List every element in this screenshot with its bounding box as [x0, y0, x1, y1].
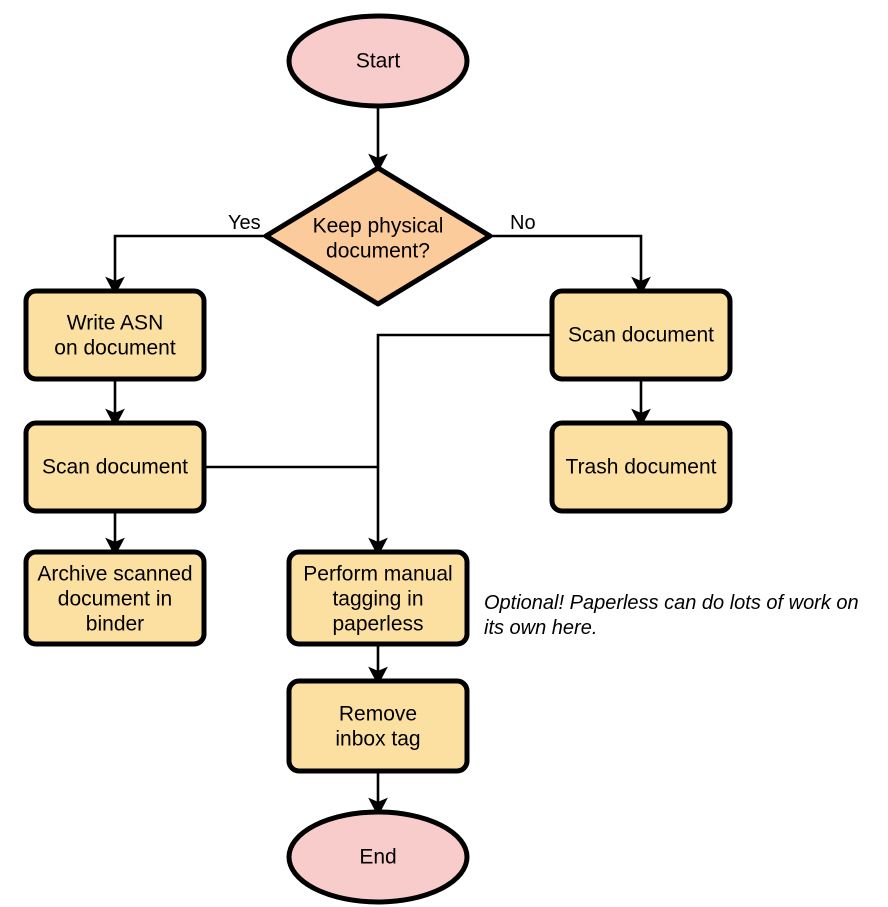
remove-inbox-tag-box[interactable]: [286, 678, 470, 774]
write-asn-box[interactable]: [23, 288, 207, 382]
scan-document-left-box[interactable]: [23, 420, 207, 514]
edge-decision-no-to-scan-right: [490, 234, 651, 296]
archive-binder-label-line3: binder: [86, 613, 144, 636]
manual-tagging-label-line1: Perform manual: [303, 563, 452, 586]
archive-binder-label-line2: document in: [58, 588, 172, 611]
decision-label-line1: Keep physical: [313, 215, 444, 238]
node-archive-binder[interactable]: Archive scanned document in binder: [23, 549, 207, 647]
node-trash-document[interactable]: Trash document: [549, 420, 733, 514]
decision-label-line2: document?: [326, 240, 430, 263]
write-asn-label-line1: Write ASN: [67, 312, 163, 335]
edge-scan-right-to-manual-tagging: [368, 333, 552, 557]
start-label: Start: [356, 50, 401, 73]
node-decision-keep-physical-document[interactable]: Keep physical document?: [263, 165, 493, 307]
scan-document-right-label: Scan document: [568, 324, 714, 347]
node-scan-document-left[interactable]: Scan document: [23, 420, 207, 514]
end-ellipse[interactable]: [286, 809, 470, 905]
manual-tagging-box[interactable]: [286, 549, 470, 647]
edge-label-no: No: [510, 212, 536, 234]
node-start[interactable]: Start: [286, 13, 470, 109]
edge-layer: [105, 106, 651, 817]
archive-binder-box[interactable]: [23, 549, 207, 647]
end-label: End: [359, 846, 396, 869]
node-end[interactable]: End: [286, 809, 470, 905]
edge-label-yes: Yes: [228, 212, 261, 234]
remove-inbox-tag-label-line2: inbox tag: [335, 728, 420, 751]
node-scan-document-right[interactable]: Scan document: [549, 288, 733, 382]
optional-note-line2: its own here.: [484, 617, 597, 639]
decision-diamond[interactable]: [263, 165, 493, 307]
node-remove-inbox-tag[interactable]: Remove inbox tag: [286, 678, 470, 774]
optional-note-line1: Optional! Paperless can do lots of work …: [484, 592, 859, 614]
start-ellipse[interactable]: [286, 13, 470, 109]
edge-label-layer: Yes No: [228, 212, 536, 234]
scan-document-left-label: Scan document: [42, 456, 188, 479]
node-manual-tagging[interactable]: Perform manual tagging in paperless: [286, 549, 470, 647]
scan-document-right-box[interactable]: [549, 288, 733, 382]
manual-tagging-label-line3: paperless: [332, 613, 423, 636]
edge-decision-yes-to-write-asn: [105, 234, 266, 296]
node-write-asn[interactable]: Write ASN on document: [23, 288, 207, 382]
trash-document-label: Trash document: [566, 456, 717, 479]
remove-inbox-tag-label-line1: Remove: [339, 703, 417, 726]
annotation-optional-note: Optional! Paperless can do lots of work …: [484, 592, 859, 639]
trash-document-box[interactable]: [549, 420, 733, 514]
manual-tagging-label-line2: tagging in: [332, 588, 423, 611]
write-asn-label-line2: on document: [54, 337, 176, 360]
archive-binder-label-line1: Archive scanned: [37, 563, 192, 586]
